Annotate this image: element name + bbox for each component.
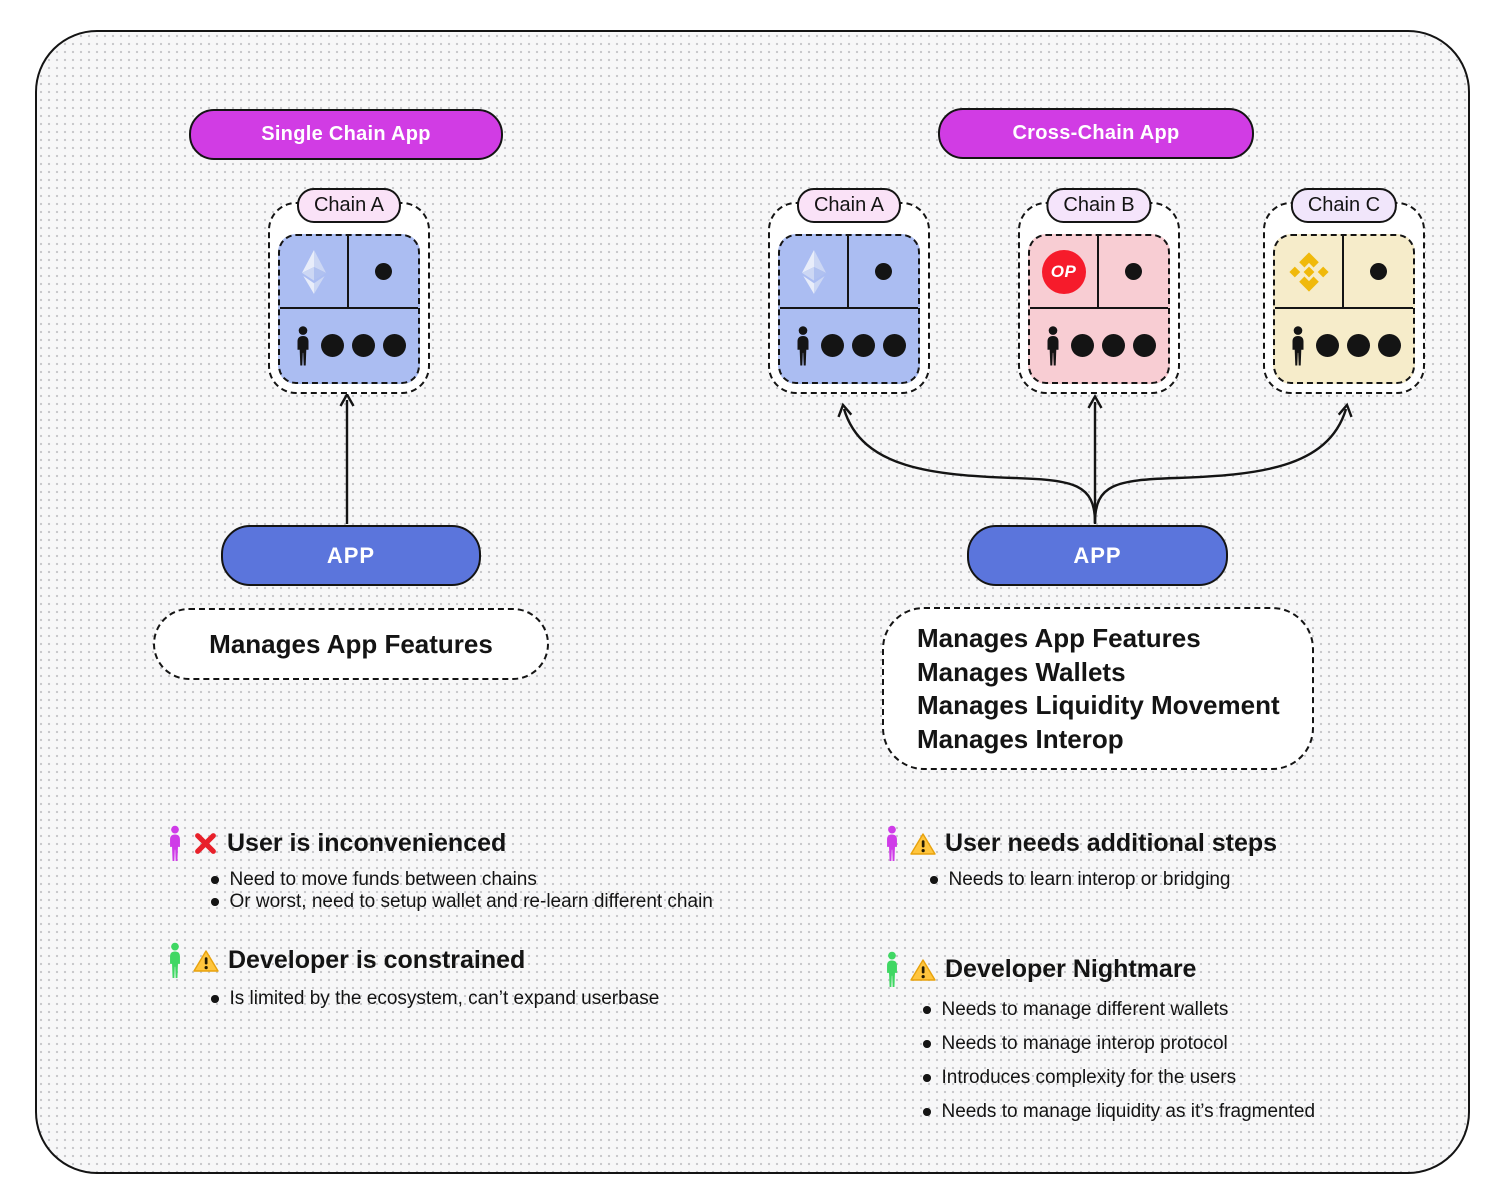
- person-icon: [297, 325, 308, 365]
- arrowhead: [1087, 394, 1103, 409]
- warning-icon: [193, 949, 219, 972]
- single-chain-app-badge: Single Chain App: [189, 109, 503, 160]
- person-icon: [1047, 325, 1058, 365]
- chain-users-row: [780, 309, 918, 382]
- note-bullets: Is limited by the ecosystem, can’t expan…: [211, 988, 659, 1010]
- note-heading-developer-single: Developer is constrained: [166, 942, 525, 979]
- note-title: User is inconvenienced: [227, 829, 507, 857]
- chain-inner-card: [278, 234, 420, 384]
- chain-users-row: [280, 309, 418, 382]
- chain-chip: Chain A: [296, 188, 402, 223]
- feature-line: Manages Interop: [917, 723, 1124, 754]
- chain-card: Chain A: [768, 188, 930, 394]
- diagram-board: Single Chain App Cross-Chain App Chain A: [35, 30, 1470, 1174]
- warning-icon: [910, 832, 936, 855]
- bullet-text: Is limited by the ecosystem, can’t expan…: [229, 988, 660, 1009]
- chain-inner-card: OP: [1028, 234, 1170, 384]
- feature-line: Manages App Features: [917, 623, 1201, 653]
- note-title: Developer is constrained: [228, 946, 526, 974]
- note-bullets: Needs to learn interop or bridging: [930, 869, 1231, 891]
- developer-person-icon: [887, 951, 897, 988]
- person-icon: [797, 325, 808, 365]
- note-bullets: Needs to manage different wallets Needs …: [923, 993, 1315, 1129]
- note-bullets: Need to move funds between chains Or wor…: [211, 869, 713, 913]
- chain-users-row: [1030, 309, 1168, 382]
- note-heading-user-cross: User needs additional steps: [883, 825, 1277, 862]
- chain-chip: Chain C: [1290, 188, 1398, 223]
- user-person-icon: [887, 825, 897, 862]
- ethereum-logo: [280, 236, 349, 307]
- warning-icon: [910, 958, 936, 981]
- token-dot-icon: [1125, 263, 1142, 280]
- chain-inner-card: [778, 234, 920, 384]
- user-dot-icon: [851, 334, 875, 357]
- user-dot-icon: [1346, 334, 1370, 357]
- ethereum-logo: [780, 236, 849, 307]
- bullet-text: Or worst, need to setup wallet and re-le…: [229, 891, 713, 912]
- user-dot-icon: [382, 334, 406, 357]
- note-heading-developer-cross: Developer Nightmare: [883, 951, 1196, 988]
- cross-chain-app-badge: Cross-Chain App: [938, 108, 1254, 159]
- chain-inner-card: [1273, 234, 1415, 384]
- feature-line: Manages Wallets: [917, 656, 1126, 687]
- user-person-icon: [170, 825, 180, 862]
- user-dot-icon: [1315, 334, 1339, 357]
- chain-card: Chain B OP: [1018, 188, 1180, 394]
- user-dot-icon: [1101, 334, 1125, 357]
- bullet-dot: [923, 1006, 931, 1014]
- note-title: User needs additional steps: [945, 829, 1278, 857]
- chain-card: Chain C: [1263, 188, 1425, 394]
- user-dot-icon: [820, 334, 844, 357]
- feature-line: Manages Liquidity Movement: [917, 690, 1280, 720]
- chain-users-row: [1275, 309, 1413, 382]
- single-app-features-box: Manages App Features: [153, 608, 549, 680]
- arrow-cross-app-to-chain-a: [842, 408, 1097, 524]
- token-dot-icon: [375, 263, 392, 280]
- user-dot-icon: [1377, 334, 1401, 357]
- bullet-text: Needs to manage interop protocol: [941, 1033, 1228, 1054]
- token-dot-icon: [1370, 263, 1387, 280]
- person-icon: [1292, 325, 1303, 365]
- user-dot-icon: [320, 334, 344, 357]
- chain-card: Chain A: [268, 188, 430, 394]
- bullet-text: Need to move funds between chains: [229, 869, 537, 890]
- chain-chip: Chain B: [1046, 188, 1152, 223]
- app-pill: APP: [967, 525, 1228, 586]
- bullet-text: Needs to learn interop or bridging: [948, 869, 1231, 890]
- bullet-dot: [923, 1040, 931, 1048]
- bullet-dot: [211, 995, 219, 1003]
- bullet-text: Needs to manage liquidity as it’s fragme…: [941, 1101, 1316, 1122]
- binance-logo: [1275, 236, 1344, 307]
- bullet-dot: [211, 876, 219, 884]
- arrow-cross-app-to-chain-c: [1093, 408, 1348, 524]
- user-dot-icon: [1070, 334, 1094, 357]
- arrowhead: [339, 392, 355, 407]
- user-dot-icon: [351, 334, 375, 357]
- note-heading-user-single: User is inconvenienced: [166, 825, 506, 862]
- cross-app-features-box: Manages App Features Manages Wallets Man…: [882, 607, 1314, 770]
- optimism-logo: OP: [1030, 236, 1099, 307]
- bullet-dot: [923, 1108, 931, 1116]
- user-dot-icon: [882, 334, 906, 357]
- bullet-dot: [211, 898, 219, 906]
- feature-line: Manages App Features: [209, 628, 493, 659]
- note-title: Developer Nightmare: [945, 955, 1197, 983]
- bullet-dot: [923, 1074, 931, 1082]
- cross-icon: [195, 833, 216, 854]
- user-dot-icon: [1132, 334, 1156, 357]
- bullet-text: Needs to manage different wallets: [941, 999, 1229, 1020]
- token-dot-icon: [875, 263, 892, 280]
- bullet-text: Introduces complexity for the users: [941, 1067, 1237, 1088]
- app-pill: APP: [221, 525, 481, 586]
- arrowhead: [837, 402, 853, 418]
- bullet-dot: [930, 876, 938, 884]
- developer-person-icon: [170, 942, 180, 979]
- arrowhead: [1337, 402, 1353, 418]
- chain-chip: Chain A: [796, 188, 902, 223]
